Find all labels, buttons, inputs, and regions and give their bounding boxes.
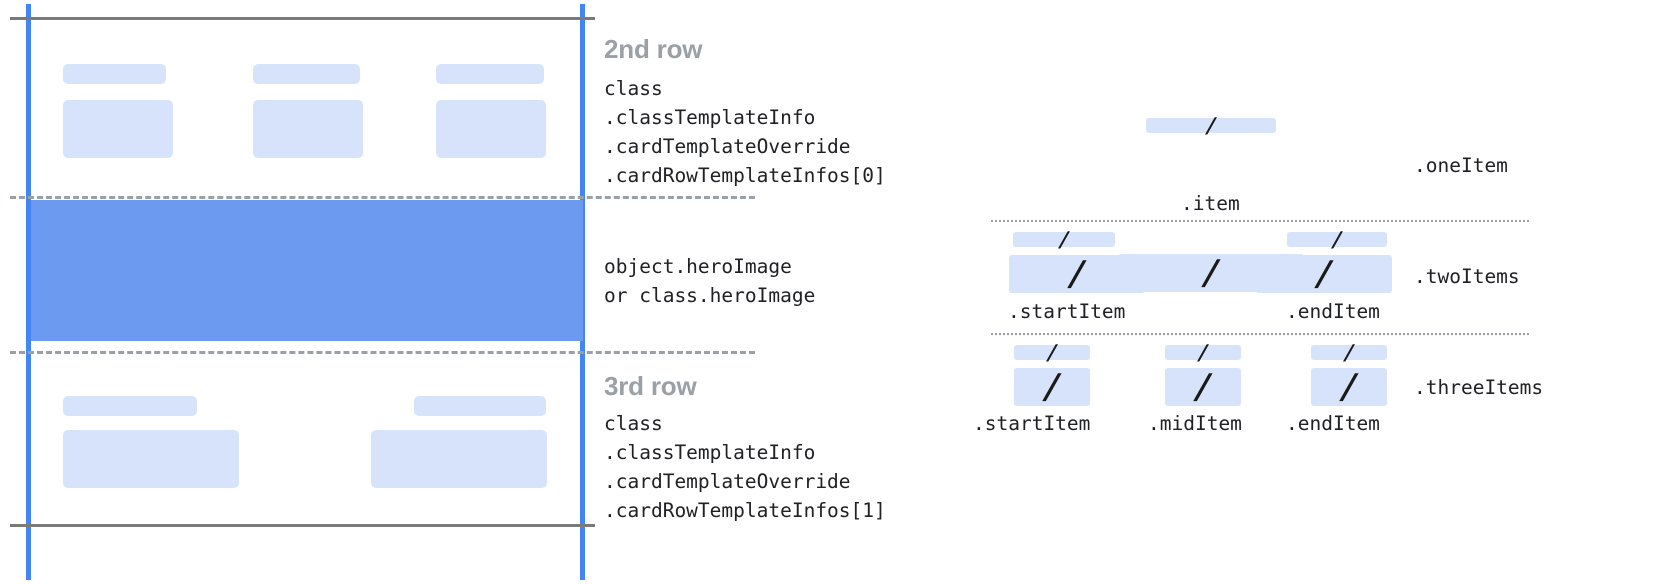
three-items-variant-label: .threeItems (1414, 376, 1544, 399)
second-row-item-2-body (253, 100, 363, 158)
slash-glyph: / (1204, 113, 1218, 137)
three-items-slot-1-title-bar: / (1014, 340, 1090, 364)
second-row-item-2-title (253, 64, 360, 84)
two-items-variant-label: .twoItems (1414, 265, 1520, 288)
hero-image-code: object.heroImage or class.heroImage (604, 255, 816, 307)
third-row-item-1-title (63, 396, 197, 416)
second-row-heading: 2nd row (604, 34, 703, 64)
third-row-code: class .classTemplateInfo .cardTemplateOv… (604, 412, 886, 522)
card-top-rule (10, 17, 595, 20)
second-row-item-1-title (63, 64, 166, 84)
third-row-item-2-body (371, 430, 547, 488)
slash-glyph: / (1337, 367, 1361, 407)
two-items-slot-2-body-bar: / (1256, 254, 1392, 294)
slash-glyph: / (1057, 227, 1071, 251)
three-items-slot-2-body-bar: / (1165, 367, 1241, 407)
three-items-slot-2-title-bar: / (1165, 340, 1241, 364)
two-three-items-separator-dotted (991, 333, 1529, 335)
slash-glyph: / (1191, 367, 1215, 407)
two-items-slot-2-label: .endItem (1286, 300, 1380, 323)
card-left-guide-line (26, 4, 31, 580)
slash-glyph: / (1342, 340, 1356, 364)
slash-glyph: / (1040, 367, 1064, 407)
slash-glyph: / (1199, 253, 1223, 293)
third-row-item-2-title (414, 396, 546, 416)
card-bottom-rule (10, 524, 595, 527)
slash-glyph: / (1196, 340, 1210, 364)
two-items-slot-1-title-bar: / (1013, 227, 1115, 251)
third-row-heading: 3rd row (604, 371, 697, 401)
row-separator-bottom-dashed (10, 351, 755, 354)
three-items-slot-2-label: .midItem (1148, 412, 1242, 435)
slash-glyph: / (1045, 340, 1059, 364)
one-item-slot-1-title-bar: / (1146, 113, 1276, 137)
three-items-slot-1-label: .startItem (973, 412, 1091, 435)
one-two-items-separator-dotted (991, 220, 1529, 222)
slash-glyph: / (1312, 254, 1336, 294)
second-row-item-3-body (436, 100, 546, 158)
three-items-slot-1-body-bar: / (1014, 367, 1090, 407)
second-row-code: class .classTemplateInfo .cardTemplateOv… (604, 77, 886, 187)
hero-image-band (31, 200, 583, 341)
three-items-slot-3-body-bar: / (1311, 367, 1387, 407)
second-row-item-1-body (63, 100, 173, 158)
slash-glyph: / (1065, 254, 1089, 294)
two-items-slot-1-body-bar: / (1009, 254, 1145, 294)
second-row-item-3-title (436, 64, 544, 84)
three-items-slot-3-title-bar: / (1311, 340, 1387, 364)
one-item-variant-label: .oneItem (1414, 154, 1508, 177)
third-row-item-1-body (63, 430, 239, 488)
two-items-slot-2-title-bar: / (1287, 227, 1387, 251)
one-item-slot-1-label: .item (1181, 192, 1240, 215)
three-items-slot-3-label: .endItem (1286, 412, 1380, 435)
two-items-slot-1-label: .startItem (1008, 300, 1126, 323)
slash-glyph: / (1330, 227, 1344, 251)
row-separator-top-dashed (10, 196, 755, 199)
